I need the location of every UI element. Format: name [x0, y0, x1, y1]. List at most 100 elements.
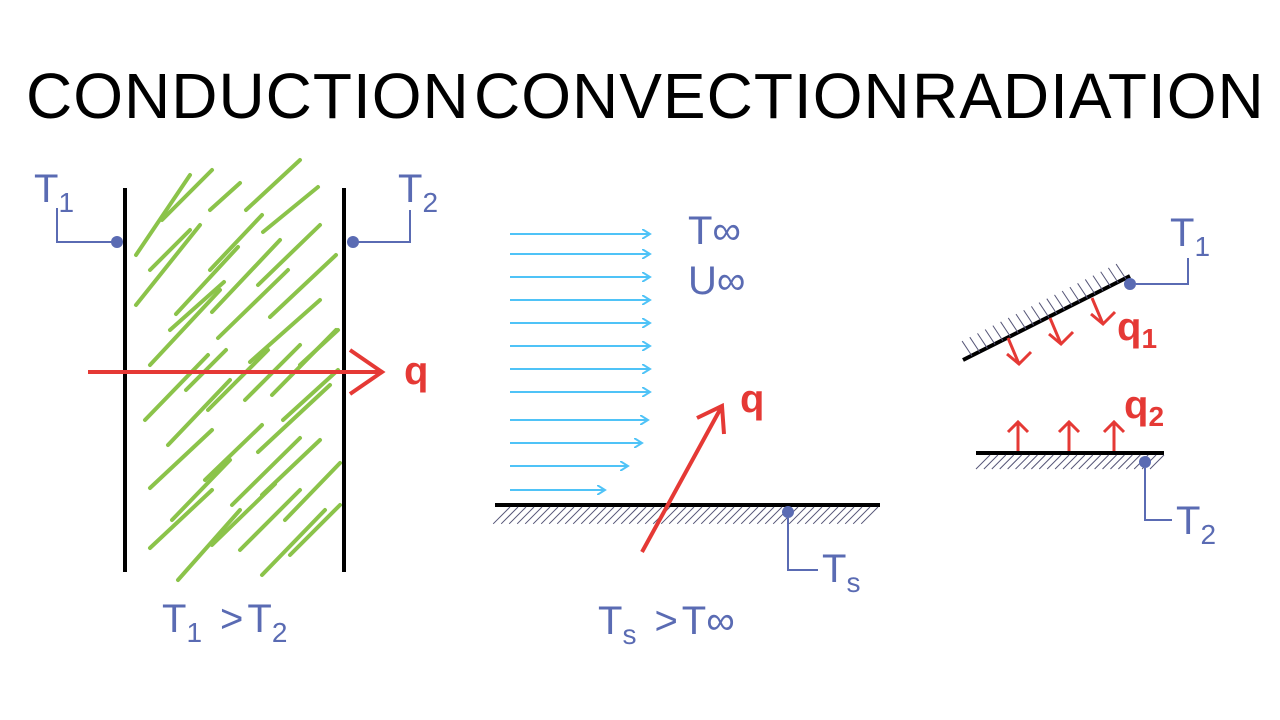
hatch-line [1069, 286, 1081, 303]
convection-q-label: q [740, 377, 764, 421]
hatch-line [812, 506, 831, 525]
wall-hatch-stroke [238, 488, 302, 552]
hatch-line [732, 506, 751, 525]
hatch-line [961, 340, 973, 357]
wall-hatch-stroke [143, 353, 210, 422]
hatch-line [508, 506, 527, 525]
hatch-line [1149, 454, 1165, 470]
wall-hatch-stroke [283, 461, 342, 522]
wall-hatch-stroke [268, 253, 338, 319]
title-convection: CONVECTION [474, 60, 911, 132]
hatch-line [1115, 263, 1127, 280]
wall-hatch-stroke [248, 298, 322, 364]
wall-material-hatching [134, 158, 342, 582]
hatch-line [748, 506, 767, 525]
hatch-line [636, 506, 655, 525]
hatch-line [1015, 454, 1030, 470]
hatch-line [1107, 267, 1119, 284]
hatch-line [1007, 317, 1019, 334]
hatch-line [1118, 454, 1133, 470]
surface-temp-label: Ts [822, 547, 860, 598]
hatch-line [548, 506, 567, 525]
hatch-line [844, 506, 863, 525]
convection-panel: T∞ U∞ q Ts Ts>T∞ [492, 209, 880, 650]
wall-hatch-stroke [256, 383, 332, 454]
wall-hatch-stroke [230, 436, 302, 507]
hatch-line [628, 506, 647, 525]
hatch-line [1023, 454, 1038, 470]
hatch-line [1054, 294, 1065, 311]
hatch-line [740, 506, 759, 525]
conduction-panel: T1 T2 q T1>T2 [34, 158, 438, 648]
hatch-line [836, 506, 855, 525]
wall-hatch-stroke [174, 245, 240, 316]
wall-hatch-stroke [216, 268, 290, 340]
hatch-line [524, 506, 543, 525]
hatch-line [604, 506, 623, 525]
radiation-bottom-hatching [975, 454, 1165, 470]
q1-radiation-arrows [1006, 297, 1117, 367]
hatch-line [788, 506, 807, 525]
velocity-profile [510, 234, 650, 490]
q2-radiation-arrows [1006, 419, 1126, 451]
hatch-line [588, 506, 607, 525]
convection-arrowhead-icon [696, 402, 726, 435]
wall-hatch-stroke [203, 423, 264, 482]
hatch-line [1046, 454, 1062, 470]
hatch-line [796, 506, 815, 525]
hatch-line [828, 506, 847, 525]
radiation-q1-label: q1 [1117, 305, 1157, 354]
wall-hatch-stroke [281, 368, 340, 422]
hatch-line [1061, 290, 1073, 307]
hatch-line [984, 329, 996, 345]
hatch-line [572, 506, 591, 525]
conduction-t1-label: T1 [34, 167, 74, 218]
wall-hatch-stroke [148, 228, 192, 272]
hatch-line [1007, 454, 1022, 470]
hatch-line [1062, 454, 1078, 470]
hatch-line [756, 506, 775, 525]
wall-hatch-stroke [148, 428, 214, 490]
conduction-condition: T1>T2 [162, 597, 287, 648]
conduction-arrowhead-icon [348, 348, 386, 396]
hatch-line [700, 506, 719, 525]
hatch-line [492, 506, 511, 525]
wall-hatch-stroke [166, 378, 232, 447]
hatch-line [1038, 454, 1054, 470]
hatch-line [1078, 454, 1094, 470]
wall-hatch-stroke [134, 173, 192, 257]
hatch-line [1100, 271, 1112, 287]
hatch-line [1092, 275, 1104, 291]
free-stream-temp-label: T∞ [688, 209, 741, 253]
wall-hatch-stroke [208, 213, 264, 272]
hatch-line [532, 506, 551, 525]
rad-t2-point-marker [1139, 456, 1151, 468]
conduction-t2-label: T2 [398, 167, 438, 218]
free-stream-velocity-label: U∞ [688, 259, 745, 303]
hatch-line [992, 325, 1004, 341]
hatch-line [852, 506, 871, 525]
hatch-line [660, 506, 679, 525]
ts-leader-line [787, 518, 818, 571]
wall-hatch-stroke [288, 503, 342, 557]
hatch-line [983, 454, 999, 470]
radiation-q2-label: q2 [1124, 383, 1164, 432]
hatch-line [764, 506, 783, 525]
hatch-line [1102, 454, 1117, 470]
hatch-line [1086, 454, 1102, 470]
wall-hatch-stroke [160, 168, 214, 222]
hatch-line [708, 506, 727, 525]
wall-hatch-stroke [206, 348, 270, 412]
convection-condition: Ts>T∞ [598, 599, 735, 650]
hatch-line [668, 506, 687, 525]
hatch-line [716, 506, 735, 525]
hatch-line [1054, 454, 1070, 470]
hatch-line [975, 454, 991, 470]
hatch-line [620, 506, 639, 525]
hatch-line [991, 454, 1007, 470]
hatch-line [1070, 454, 1086, 470]
wall-hatch-stroke [256, 223, 322, 287]
rad-t1-leader-line [1136, 258, 1189, 285]
wall-hatch-stroke [261, 185, 320, 234]
wall-hatch-stroke [210, 238, 282, 314]
